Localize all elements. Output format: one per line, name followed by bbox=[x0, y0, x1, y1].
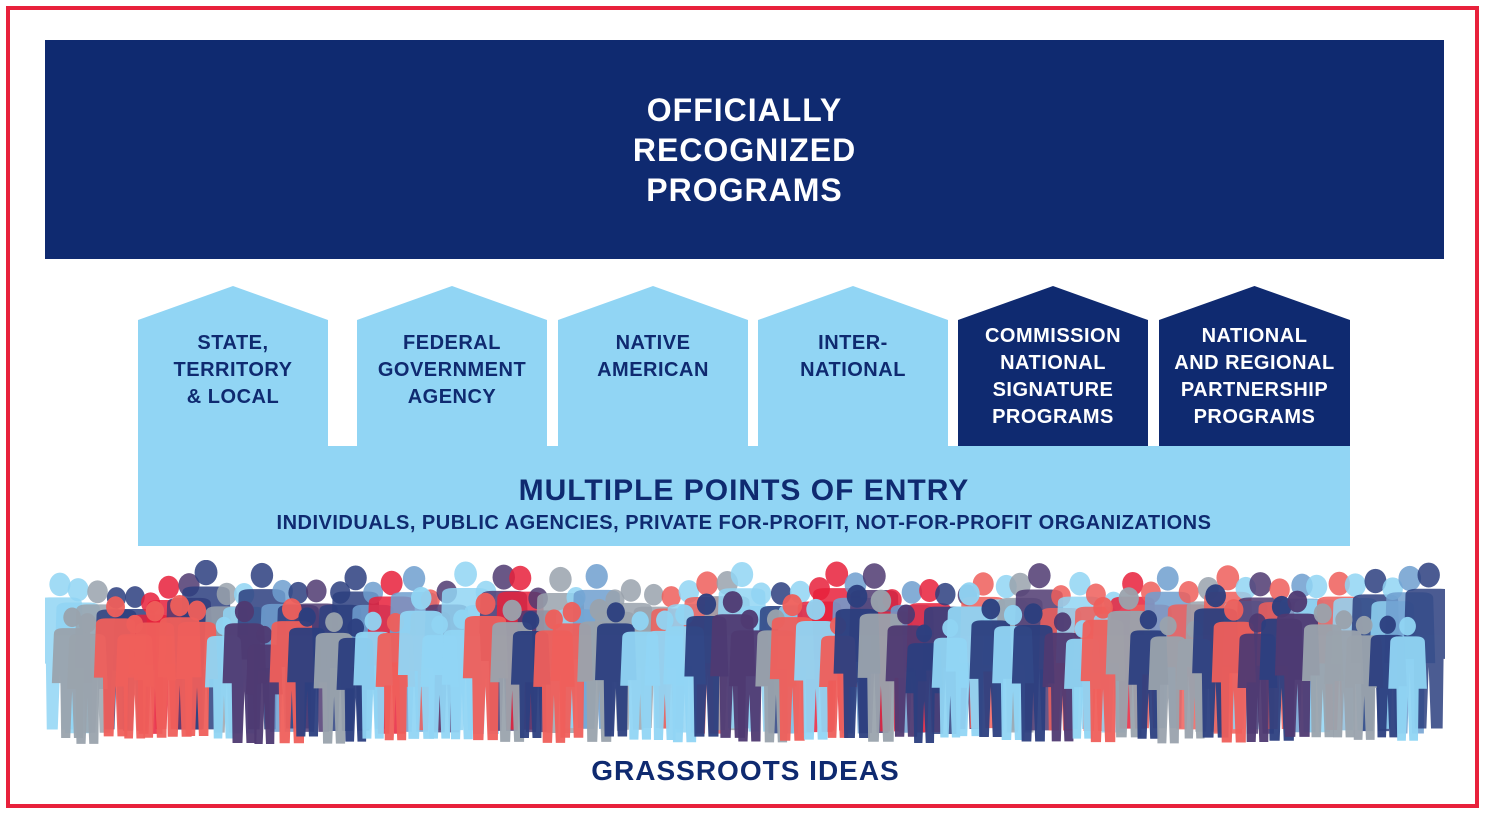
banner-line: PROGRAMS bbox=[646, 171, 843, 208]
house-label-line: NATIONAL bbox=[800, 359, 906, 381]
house-label-line: & LOCAL bbox=[186, 386, 280, 408]
house-label-line: INTER- bbox=[818, 332, 888, 354]
house-label-line: NATIONAL bbox=[1201, 325, 1308, 347]
house-label: NATIVE AMERICAN bbox=[558, 322, 748, 446]
officially-recognized-programs-banner: OFFICIALLY RECOGNIZED PROGRAMS bbox=[45, 40, 1444, 259]
house-label-line: PARTNERSHIP bbox=[1180, 379, 1329, 401]
crowd-silhouettes-illustration bbox=[45, 560, 1445, 744]
house-label-line: AND REGIONAL bbox=[1174, 352, 1335, 374]
outer-frame bbox=[6, 6, 1479, 808]
house-label-line: SIGNATURE bbox=[992, 379, 1114, 401]
house-shape bbox=[958, 286, 1148, 446]
house-label: NATIONAL AND REGIONAL PARTNERSHIP PROGRAMS bbox=[1159, 322, 1350, 446]
house-label: INTER- NATIONAL bbox=[758, 322, 948, 446]
entry-subtitle: INDIVIDUALS, PUBLIC AGENCIES, PRIVATE FO… bbox=[276, 512, 1212, 534]
house-label-line: NATIONAL bbox=[1000, 352, 1106, 374]
banner-line: OFFICIALLY bbox=[646, 91, 843, 128]
house-label-line: TERRITORY bbox=[173, 359, 293, 381]
house-shape bbox=[138, 286, 328, 446]
banner-line: RECOGNIZED bbox=[632, 131, 857, 168]
house-label-line: PROGRAMS bbox=[992, 406, 1114, 428]
house-label: FEDERAL GOVERNMENT AGENCY bbox=[357, 322, 547, 446]
program-house-0: STATE, TERRITORY & LOCAL bbox=[138, 286, 328, 446]
multiple-points-of-entry-band: MULTIPLE POINTS OF ENTRY INDIVIDUALS, PU… bbox=[138, 446, 1350, 546]
grassroots-ideas-label: GRASSROOTS IDEAS bbox=[591, 755, 900, 786]
house-shape bbox=[1159, 286, 1350, 446]
house-shape bbox=[357, 286, 547, 446]
program-house-2: NATIVE AMERICAN bbox=[558, 286, 748, 446]
program-house-1: FEDERAL GOVERNMENT AGENCY bbox=[357, 286, 547, 446]
house-label: COMMISSION NATIONAL SIGNATURE PROGRAMS bbox=[958, 322, 1148, 446]
house-label: STATE, TERRITORY & LOCAL bbox=[138, 322, 328, 446]
house-label-line: NATIVE bbox=[615, 332, 691, 354]
house-shape bbox=[758, 286, 948, 446]
house-label-line: STATE, bbox=[197, 332, 269, 354]
program-house-3: INTER- NATIONAL bbox=[758, 286, 948, 446]
house-label-line: PROGRAMS bbox=[1193, 406, 1316, 428]
house-label-line: COMMISSION bbox=[984, 325, 1122, 347]
house-label-line: FEDERAL bbox=[403, 332, 501, 354]
house-shape bbox=[558, 286, 748, 446]
program-house-5: NATIONAL AND REGIONAL PARTNERSHIP PROGRAMS bbox=[1159, 286, 1350, 446]
entry-title: MULTIPLE POINTS OF ENTRY bbox=[518, 474, 970, 507]
house-label-line: AGENCY bbox=[407, 386, 497, 408]
house-label-line: AMERICAN bbox=[597, 359, 709, 381]
program-house-4: COMMISSION NATIONAL SIGNATURE PROGRAMS bbox=[958, 286, 1148, 446]
house-label-line: GOVERNMENT bbox=[377, 359, 527, 381]
person-silhouette bbox=[1388, 616, 1427, 741]
